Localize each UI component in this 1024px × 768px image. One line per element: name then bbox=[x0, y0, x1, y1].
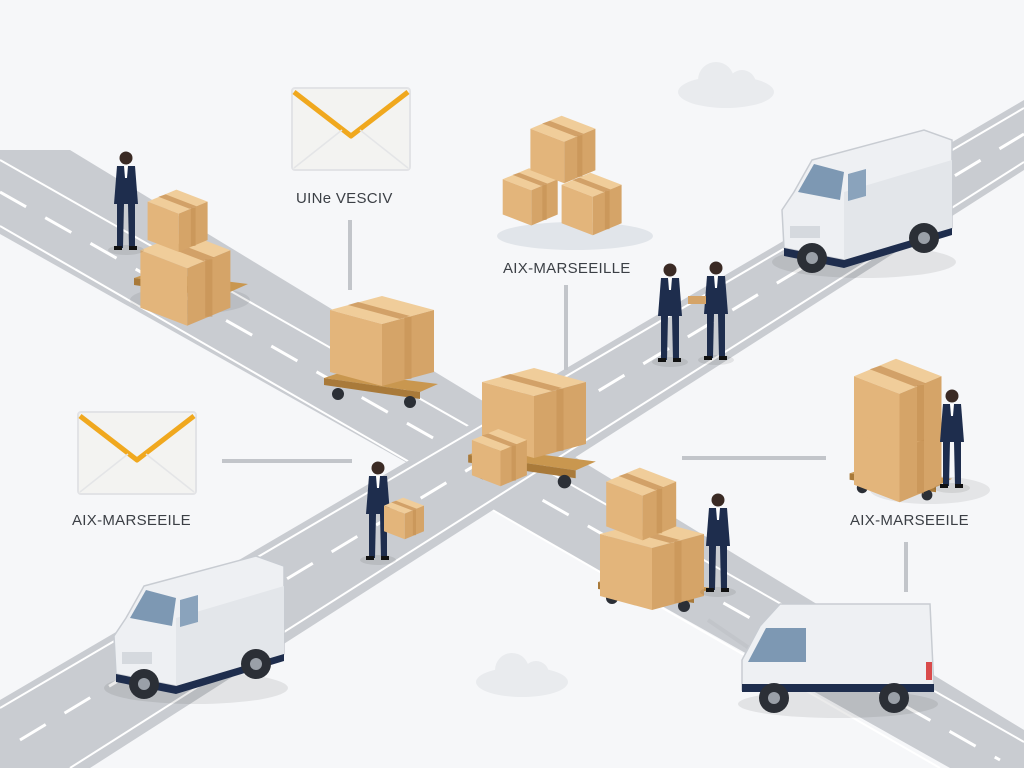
van-bottom-right bbox=[738, 603, 938, 718]
label-top-center: UINе VESCIV bbox=[296, 190, 393, 207]
handshake-people bbox=[652, 261, 734, 367]
van-bottom-left bbox=[103, 555, 289, 705]
label-right: AIX-MARSEEILE bbox=[850, 512, 969, 529]
label-left: AIX-MARSEEILE bbox=[72, 512, 191, 529]
pallet-box-center-left bbox=[324, 296, 438, 408]
van-top-right bbox=[771, 129, 957, 279]
cloud-bottom bbox=[476, 653, 568, 697]
envelope-icon-left bbox=[78, 412, 196, 494]
worker-cart-lower-center bbox=[598, 468, 736, 612]
worker-boxes-right bbox=[849, 359, 990, 504]
cloud-top-right bbox=[678, 62, 774, 108]
label-center-top: AIX-MARSEEILLE bbox=[503, 260, 631, 277]
connector-lines bbox=[222, 220, 908, 652]
worker-cart-top-left bbox=[108, 151, 250, 326]
box-stack-top-center bbox=[497, 116, 653, 250]
envelope-icon-top bbox=[292, 88, 410, 170]
